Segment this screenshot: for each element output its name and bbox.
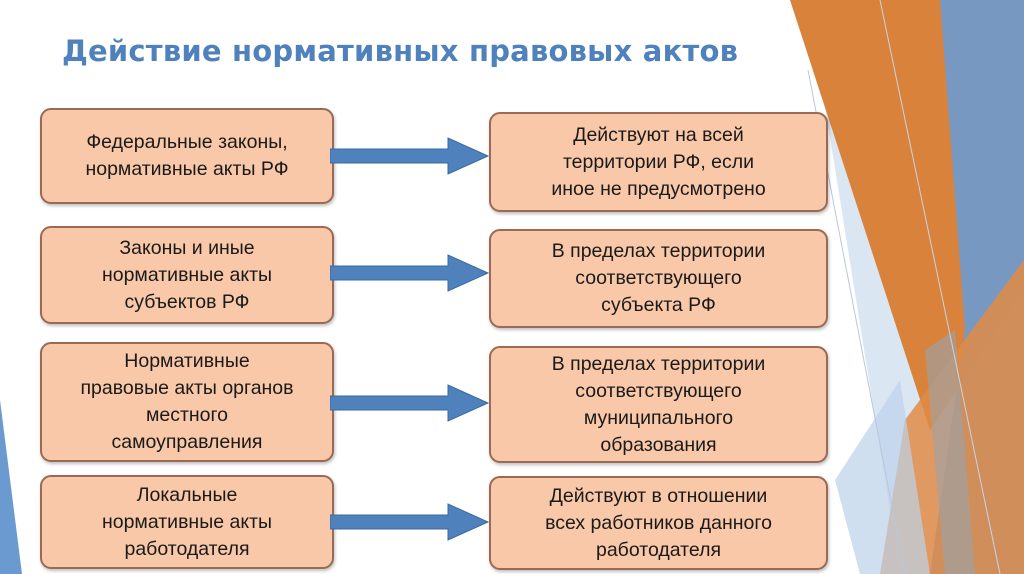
slide-title: Действие нормативных правовых актов	[62, 34, 739, 68]
source-box-federal: Федеральные законы, нормативные акты РФ	[40, 108, 334, 204]
arrow-right-4	[330, 503, 490, 541]
scope-box-local: Действуют в отношении всех работников да…	[489, 476, 828, 570]
source-text: Локальные нормативные акты работодателя	[101, 483, 273, 560]
arrow-right-2	[330, 254, 490, 292]
scope-box-municipal: В пределах территории соответствующего м…	[489, 346, 828, 463]
deco-gray-sliver	[925, 330, 975, 574]
scope-text: Действуют в отношении всех работников да…	[545, 484, 772, 561]
scope-text: Действуют на всей территории РФ, если ин…	[551, 123, 766, 200]
source-text: Федеральные законы, нормативные акты РФ	[85, 131, 289, 180]
deco-blue-left-wedge	[0, 400, 22, 574]
deco-light-blue-lower	[835, 380, 930, 574]
arrow-right-3	[330, 384, 490, 422]
source-text: Законы и иные нормативные акты субъектов…	[101, 236, 273, 313]
source-box-local: Локальные нормативные акты работодателя	[40, 475, 334, 569]
deco-thin-line-2	[879, 0, 1001, 574]
scope-text: В пределах территории соответствующего с…	[551, 240, 766, 316]
source-box-regional: Законы и иные нормативные акты субъектов…	[40, 226, 334, 324]
source-box-municipal: Нормативные правовые акты органов местно…	[40, 342, 334, 462]
scope-box-regional: В пределах территории соответствующего с…	[489, 229, 828, 328]
source-text: Нормативные правовые акты органов местно…	[80, 350, 294, 453]
scope-text: В пределах территории соответствующего м…	[551, 352, 766, 456]
arrow-right-1	[330, 137, 490, 175]
scope-box-federal: Действуют на всей территории РФ, если ин…	[489, 112, 828, 212]
